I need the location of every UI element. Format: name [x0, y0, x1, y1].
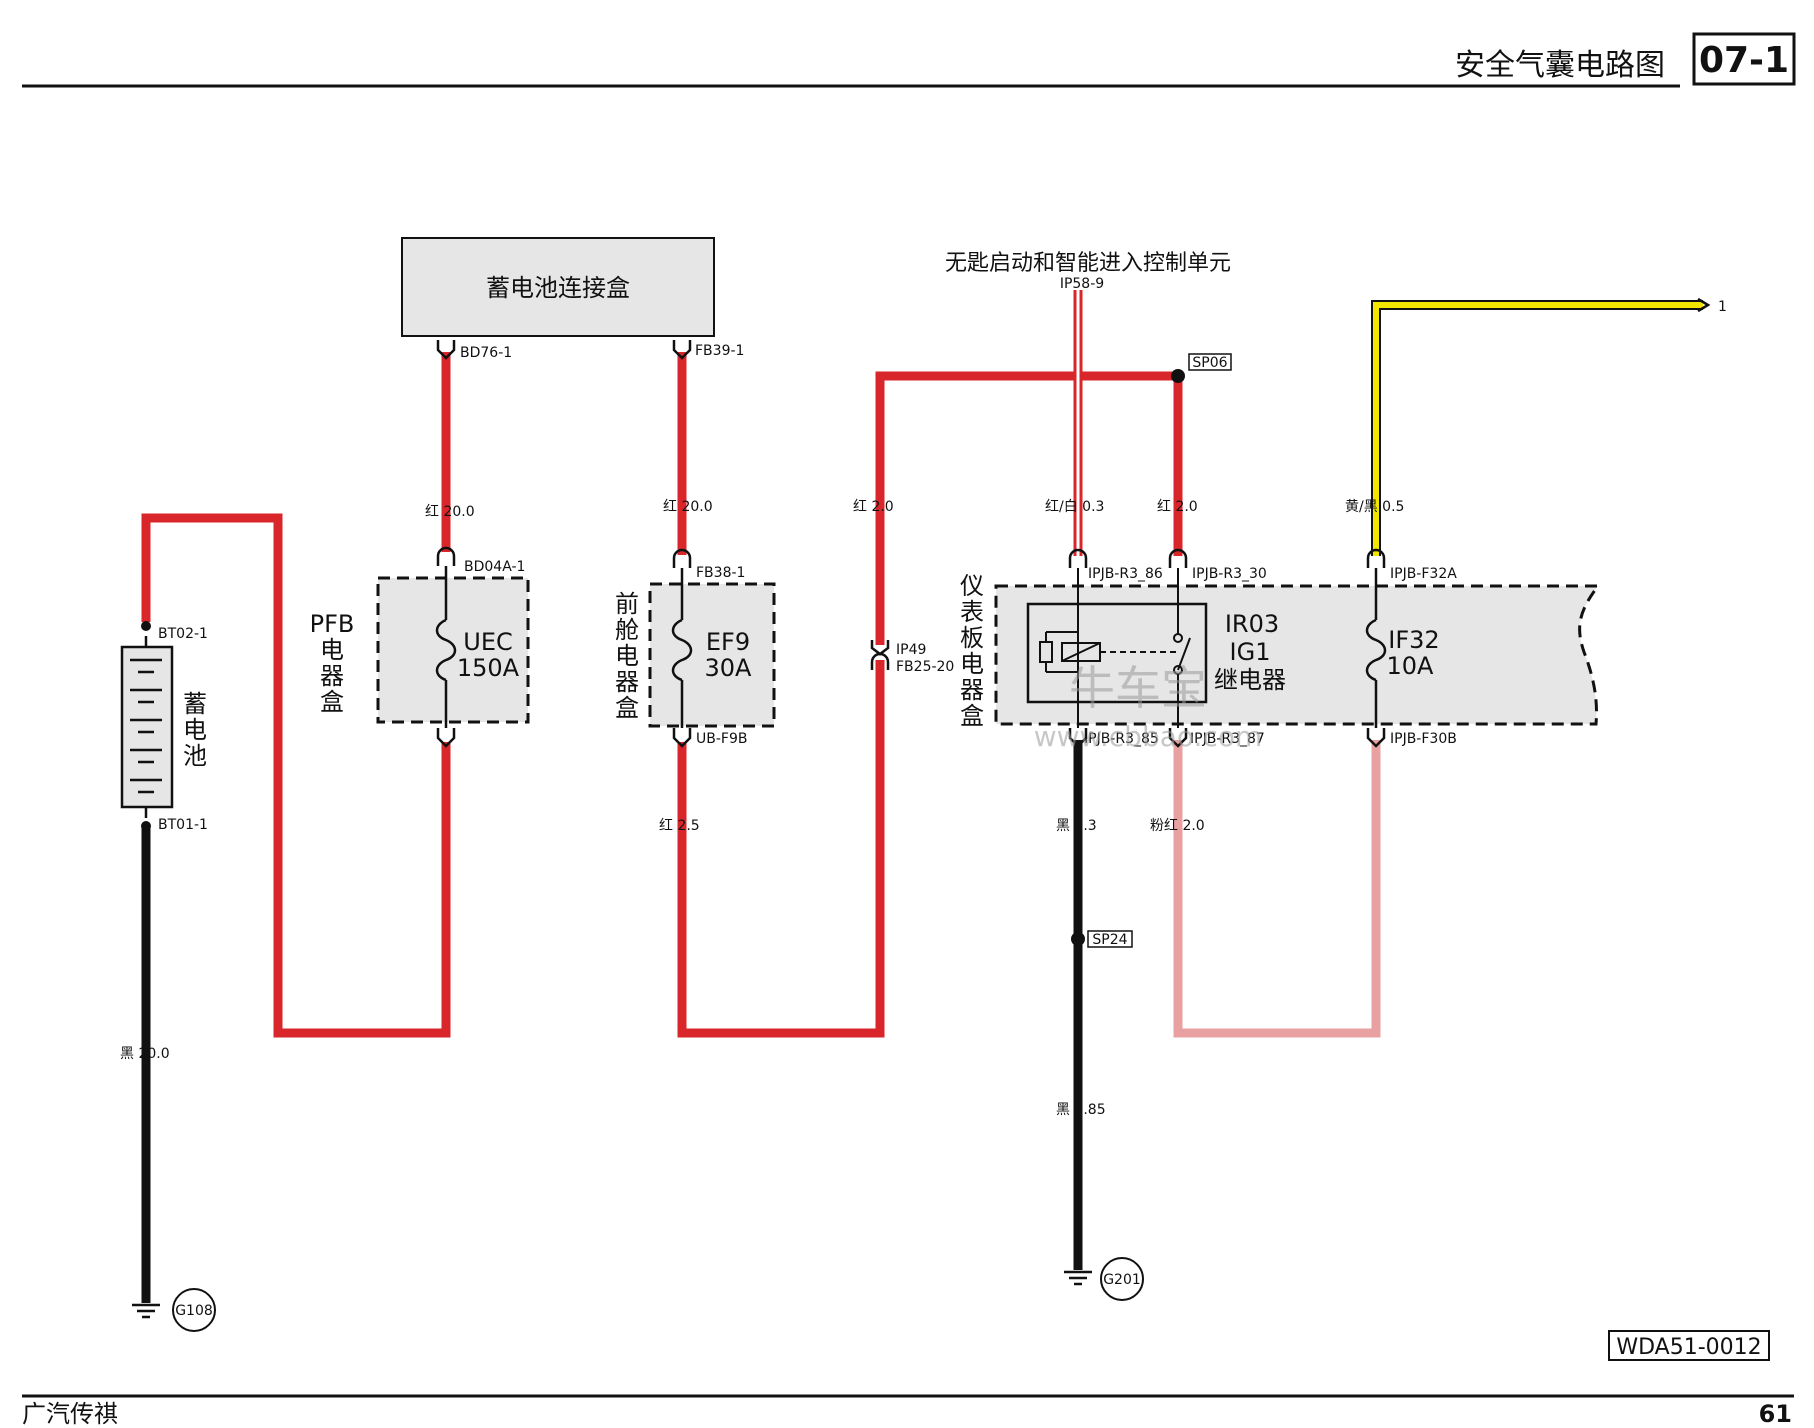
footer-brand: 广汽传祺 — [22, 1400, 118, 1428]
ip-label-4: 电 — [960, 650, 984, 678]
wire-front-ip49 — [677, 660, 885, 1038]
battery-pin-bottom: BT01-1 — [158, 817, 208, 833]
ground-g201-circle — [1100, 1257, 1144, 1301]
splice-sp06: SP06 — [1192, 355, 1227, 371]
wire-label-bd76: 红 20.0 — [425, 504, 475, 520]
relay-type: 继电器 — [1214, 666, 1286, 694]
front-pin-top: FB38-1 — [696, 565, 745, 581]
inline-pin-a: IP49 — [896, 642, 926, 658]
battery-junction-label: 蓄电池连接盒 — [486, 274, 630, 302]
page-title: 安全气囊电路图 — [1455, 48, 1665, 83]
wire-label-fb39: 红 20.0 — [663, 499, 713, 515]
relay-name: IG1 — [1230, 638, 1271, 666]
keyless-unit-label: 无匙启动和智能进入控制单元 — [945, 251, 1231, 276]
ground-icon — [132, 1303, 160, 1319]
pfb-fuse-name: UEC — [463, 628, 513, 656]
wire-yellow-black — [1371, 300, 1703, 556]
relay-switch-icon — [1100, 568, 1191, 728]
front-label-2: 舱 — [615, 616, 639, 644]
fuse-icon — [1365, 568, 1387, 728]
front-label-4: 器 — [615, 668, 639, 696]
ip-fuse-name: IF32 — [1388, 626, 1439, 654]
watermark-line2: www.cbbao.com — [1034, 720, 1262, 753]
front-fuse-name: EF9 — [706, 628, 750, 656]
wire-label-r85: 黑 0.3 — [1056, 818, 1097, 834]
wire-label-ip49: 红 2.0 — [853, 499, 894, 515]
ip-pin-bottom-3: IPJB-F30B — [1390, 731, 1457, 747]
pin-dots — [141, 369, 1185, 946]
wire-label-sp06: 红 2.0 — [1157, 499, 1198, 515]
doc-code: WDA51-0012 — [1616, 1335, 1761, 1360]
inline-pin-b: FB25-20 — [896, 659, 954, 675]
wire-label-gnd1: 黑 20.0 — [120, 1046, 170, 1062]
battery-label-2: 电 — [183, 716, 207, 744]
black-wires — [141, 740, 1083, 1303]
front-fuse-rating: 30A — [705, 654, 753, 682]
splice-sp24: SP24 — [1092, 932, 1127, 948]
wire-label-ubf9b: 红 2.5 — [659, 818, 700, 834]
battery-symbol — [120, 636, 174, 818]
splice-sp06-box — [1188, 353, 1232, 371]
splice-sp24-box — [1087, 930, 1133, 948]
front-pin-bottom: UB-F9B — [696, 731, 747, 747]
battery-pin-top: BT02-1 — [158, 626, 208, 642]
battery-label-3: 池 — [183, 742, 207, 770]
doc-code-box — [1608, 1330, 1770, 1361]
ground-g108: G108 — [175, 1303, 213, 1319]
wire-label-gnd2: 黑 0.85 — [1056, 1102, 1106, 1118]
pfb-box — [376, 576, 530, 724]
page-code: 07-1 — [1699, 40, 1789, 81]
ground-g108-circle — [172, 1288, 216, 1332]
offpage-ref: 1 — [1718, 299, 1727, 315]
front-label-5: 盒 — [615, 694, 639, 722]
wire-pfb-battery — [141, 513, 451, 1038]
wire-label-f32a: 黄/黑 0.5 — [1345, 498, 1404, 515]
ip-fuse-rating: 10A — [1387, 652, 1435, 680]
ip-pin-top-2: IPJB-R3_30 — [1192, 566, 1267, 582]
battery-junction-box — [401, 237, 715, 337]
ip-label-2: 表 — [960, 598, 984, 626]
wire-label-r87: 粉红 2.0 — [1150, 818, 1205, 834]
pfb-label-3: 器 — [320, 662, 344, 690]
footer-page-number: 61 — [1759, 1400, 1792, 1428]
ip-box — [994, 584, 1601, 726]
keyless-unit-pin: IP58-9 — [1060, 276, 1104, 292]
front-box — [648, 582, 776, 728]
wire-label-ip58: 红/白 0.3 — [1045, 499, 1104, 515]
wire-pink — [1173, 740, 1381, 1038]
pfb-label-4: 盒 — [320, 688, 344, 716]
ip-pin-top-1: IPJB-R3_86 — [1088, 566, 1163, 582]
ip-pin-bottom-1: IPJB-R3_85 — [1084, 731, 1159, 747]
ip-label-1: 仪 — [960, 572, 984, 600]
pfb-fuse-rating: 150A — [457, 654, 520, 682]
page-code-box — [1692, 32, 1796, 86]
pfb-label-2: 电 — [320, 636, 344, 664]
junction-pin-right: FB39-1 — [695, 343, 744, 359]
ip-label-3: 板 — [960, 624, 984, 652]
fuse-icon — [671, 568, 693, 728]
ground-icon — [1064, 1270, 1092, 1286]
battery-label-1: 蓄 — [183, 690, 207, 718]
ip-label-5: 器 — [960, 676, 984, 704]
fuse-icon — [435, 566, 457, 728]
pfb-pin-top: BD04A-1 — [464, 559, 525, 575]
ground-g201: G201 — [1103, 1272, 1141, 1288]
pfb-label-1: PFB — [310, 610, 355, 638]
front-label-3: 电 — [615, 642, 639, 670]
front-label-1: 前 — [615, 590, 639, 618]
watermark-line1: 牛车宝 — [1069, 661, 1207, 715]
ip-pin-top-3: IPJB-F32A — [1390, 566, 1457, 582]
ip-pin-bottom-2: IPJB-R3_87 — [1190, 731, 1265, 747]
wire-ip49-sp06 — [875, 371, 1183, 645]
junction-pin-left: BD76-1 — [460, 345, 512, 361]
relay-code: IR03 — [1225, 610, 1279, 638]
ip-label-6: 盒 — [960, 702, 984, 730]
relay-frame — [1026, 602, 1208, 704]
red-wires — [141, 352, 1183, 1038]
connector-pins — [436, 297, 1711, 748]
